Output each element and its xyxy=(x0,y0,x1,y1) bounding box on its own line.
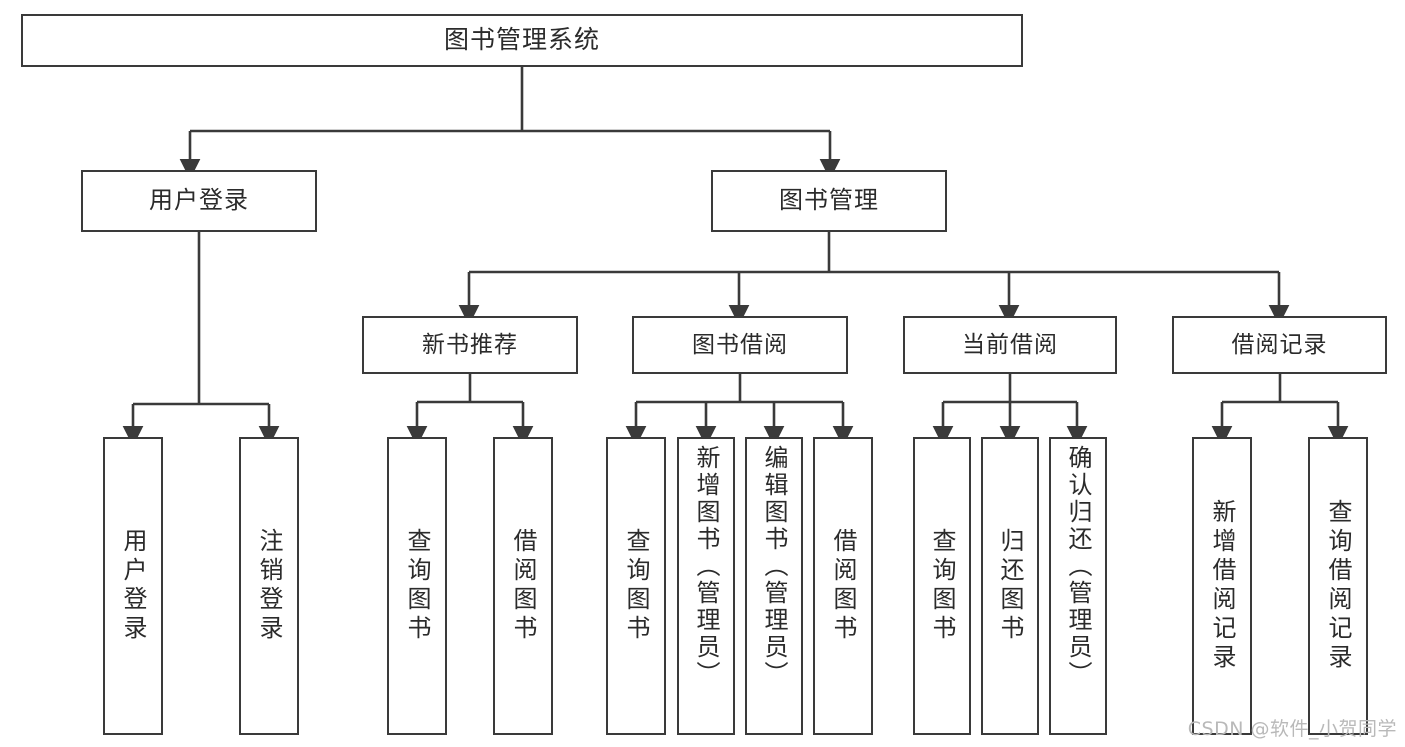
node-leaf-user-login[interactable]: 用户登录 xyxy=(103,437,163,735)
node-leaf-borrow-book-1-label: 借阅图书 xyxy=(509,528,537,644)
node-borrow-record-label: 借阅记录 xyxy=(1231,331,1328,358)
node-leaf-edit-book-label: 编辑图书（管理员） xyxy=(760,445,788,688)
node-leaf-add-record-label: 新增借阅记录 xyxy=(1208,499,1236,673)
node-leaf-borrow-book-2[interactable]: 借阅图书 xyxy=(813,437,873,735)
node-user-login[interactable]: 用户登录 xyxy=(81,170,317,232)
node-current-borrow-label: 当前借阅 xyxy=(962,331,1058,358)
node-leaf-query-record-label: 查询借阅记录 xyxy=(1324,499,1352,673)
node-user-login-label: 用户登录 xyxy=(149,186,249,215)
node-leaf-query-record[interactable]: 查询借阅记录 xyxy=(1308,437,1368,735)
node-leaf-user-login-label: 用户登录 xyxy=(119,528,147,644)
node-leaf-query-book-3[interactable]: 查询图书 xyxy=(913,437,971,735)
node-leaf-query-book-3-label: 查询图书 xyxy=(928,528,956,644)
node-leaf-borrow-book-1[interactable]: 借阅图书 xyxy=(493,437,553,735)
node-book-borrow-label: 图书借阅 xyxy=(692,331,788,358)
node-root[interactable]: 图书管理系统 xyxy=(21,14,1023,67)
node-leaf-return-book[interactable]: 归还图书 xyxy=(981,437,1039,735)
node-book-manage[interactable]: 图书管理 xyxy=(711,170,947,232)
node-leaf-query-book-1[interactable]: 查询图书 xyxy=(387,437,447,735)
node-leaf-borrow-book-2-label: 借阅图书 xyxy=(829,528,857,644)
node-book-borrow[interactable]: 图书借阅 xyxy=(632,316,848,374)
node-borrow-record[interactable]: 借阅记录 xyxy=(1172,316,1387,374)
node-leaf-confirm-return-label: 确认归还（管理员） xyxy=(1064,445,1092,688)
node-new-book-rec[interactable]: 新书推荐 xyxy=(362,316,578,374)
node-leaf-add-book[interactable]: 新增图书（管理员） xyxy=(677,437,735,735)
node-leaf-add-record[interactable]: 新增借阅记录 xyxy=(1192,437,1252,735)
node-leaf-query-book-1-label: 查询图书 xyxy=(403,528,431,644)
node-leaf-add-book-label: 新增图书（管理员） xyxy=(692,445,720,688)
node-leaf-logout[interactable]: 注销登录 xyxy=(239,437,299,735)
node-leaf-query-book-2[interactable]: 查询图书 xyxy=(606,437,666,735)
node-leaf-return-book-label: 归还图书 xyxy=(996,528,1024,644)
node-leaf-query-book-2-label: 查询图书 xyxy=(622,528,650,644)
node-new-book-rec-label: 新书推荐 xyxy=(422,331,518,358)
node-current-borrow[interactable]: 当前借阅 xyxy=(903,316,1117,374)
node-leaf-edit-book[interactable]: 编辑图书（管理员） xyxy=(745,437,803,735)
node-leaf-confirm-return[interactable]: 确认归还（管理员） xyxy=(1049,437,1107,735)
node-root-label: 图书管理系统 xyxy=(443,25,600,55)
node-leaf-logout-label: 注销登录 xyxy=(255,528,283,644)
node-book-manage-label: 图书管理 xyxy=(779,186,879,215)
